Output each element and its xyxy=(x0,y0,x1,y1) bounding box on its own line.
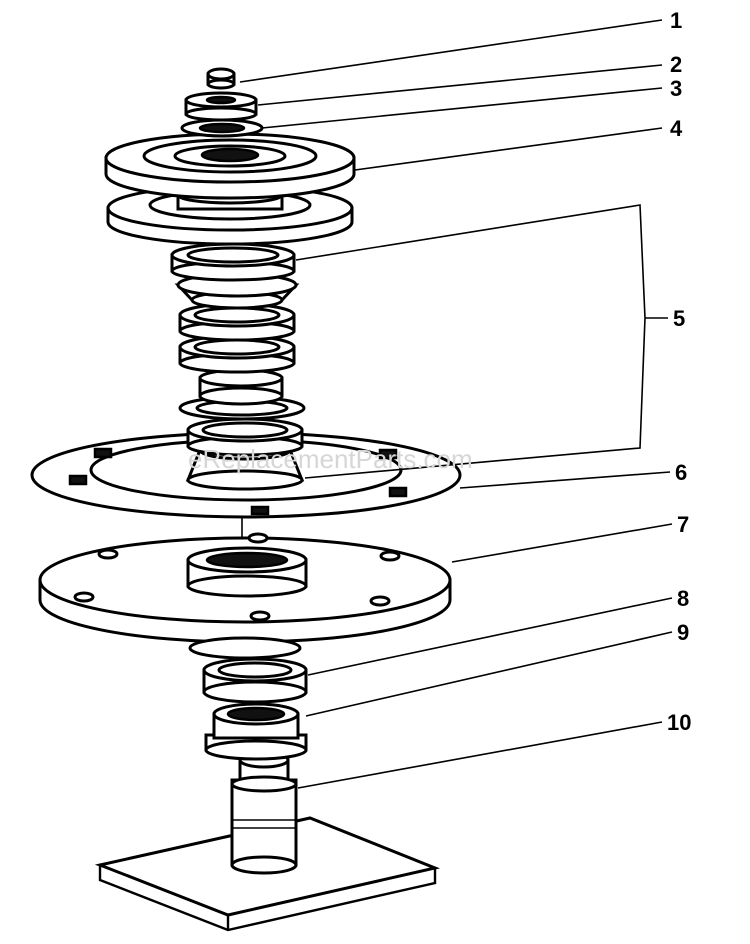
callout-4: 4 xyxy=(670,116,683,141)
leader-6 xyxy=(459,471,671,489)
callout-8: 8 xyxy=(677,586,689,611)
callout-10: 10 xyxy=(667,710,691,735)
part-8-bearing xyxy=(202,657,308,704)
callout-9: 9 xyxy=(677,620,689,645)
part-1-cap xyxy=(206,67,236,90)
part-10-spindle-shaft xyxy=(230,751,298,875)
callout-3: 3 xyxy=(670,76,682,101)
callout-1: 1 xyxy=(670,8,682,33)
callout-2: 2 xyxy=(670,52,682,77)
callout-5: 5 xyxy=(673,306,685,331)
leader-4 xyxy=(354,127,663,171)
part-3-washer xyxy=(180,118,264,138)
part-7-spindle-housing xyxy=(38,532,452,660)
watermark: eReplacementParts.com xyxy=(188,444,473,474)
part-4-pulley xyxy=(104,132,356,246)
part-2-nut xyxy=(184,91,258,122)
leader-7 xyxy=(451,523,673,563)
callout-7: 7 xyxy=(677,512,689,537)
leader-10 xyxy=(297,721,663,789)
leader-3 xyxy=(261,87,663,129)
leader-9 xyxy=(305,631,673,717)
callout-6: 6 xyxy=(675,460,687,485)
leader-8 xyxy=(307,597,673,676)
part-9-bearing-housing xyxy=(204,702,308,761)
leader-2 xyxy=(257,64,663,106)
leader-lines xyxy=(239,19,673,789)
leader-1 xyxy=(239,19,663,83)
part-5-bearing-stack xyxy=(170,242,306,491)
